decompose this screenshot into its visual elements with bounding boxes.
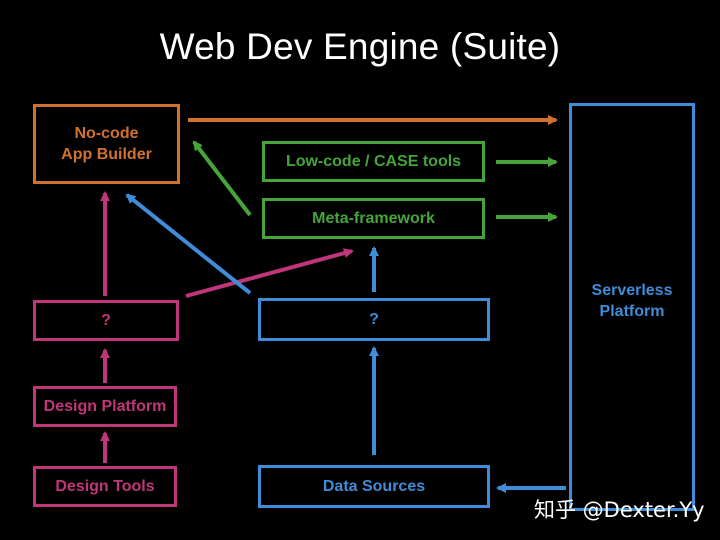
- serverless-line1: Serverless: [591, 282, 673, 299]
- data-sources-box: Data Sources: [258, 465, 490, 508]
- metaframework-label: Meta-framework: [312, 210, 435, 227]
- serverless-line2: Platform: [599, 303, 665, 320]
- nocode-line2: App Builder: [61, 146, 152, 163]
- serverless-platform-box: Serverless Platform: [569, 103, 695, 511]
- design-tools-box: Design Tools: [33, 466, 177, 507]
- blue-unknown-label: ?: [369, 311, 379, 328]
- data-sources-label: Data Sources: [322, 478, 426, 495]
- pink-unknown-box: ?: [33, 300, 179, 341]
- lowcode-label: Low-code / CASE tools: [285, 153, 462, 170]
- lowcode-case-tools-box: Low-code / CASE tools: [262, 141, 485, 182]
- metaframework-box: Meta-framework: [262, 198, 485, 239]
- arrow-metaframework-to-nocode: [192, 140, 252, 217]
- nocode-app-builder-box: No-code App Builder: [33, 104, 180, 184]
- design-platform-label: Design Platform: [43, 398, 167, 415]
- nocode-line1: No-code: [74, 125, 139, 142]
- design-platform-box: Design Platform: [33, 386, 177, 427]
- arrow-pink-unknown-to-metaframework: [185, 248, 354, 298]
- diagram-title: Web Dev Engine (Suite): [159, 26, 561, 67]
- watermark-text: 知乎 @Dexter.Yy: [534, 498, 705, 522]
- blue-unknown-box: ?: [258, 298, 490, 341]
- arrow-blue-unknown-to-nocode: [125, 193, 252, 295]
- design-tools-label: Design Tools: [55, 478, 155, 495]
- pink-unknown-label: ?: [101, 312, 111, 329]
